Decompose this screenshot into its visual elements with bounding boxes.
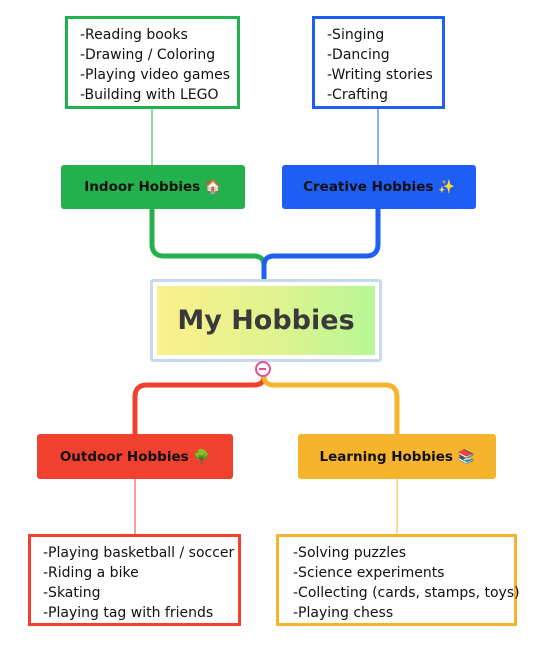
creative-hobbies-node[interactable]: Creative Hobbies ✨ (282, 165, 476, 209)
note-item: -Dancing (327, 47, 390, 63)
collapse-minus-icon[interactable] (255, 361, 271, 377)
central-topic[interactable]: My Hobbies (157, 286, 375, 355)
indoor-hobbies-notes: -Reading books -Drawing / Coloring -Play… (65, 16, 240, 109)
learning-branch-connector (261, 375, 400, 434)
creative-hobbies-label: Creative Hobbies (303, 179, 434, 195)
note-item: -Building with LEGO (80, 87, 219, 103)
learning-hobbies-notes: -Solving puzzles -Science experiments -C… (276, 534, 520, 626)
indoor-hobbies-label: Indoor Hobbies (84, 179, 201, 195)
note-item: -Crafting (327, 87, 388, 103)
note-item: -Playing basketball / soccer (43, 545, 235, 561)
sparkles-icon: ✨ (438, 179, 455, 195)
learning-hobbies-node[interactable]: Learning Hobbies 📚 (298, 434, 496, 479)
books-icon: 📚 (457, 448, 475, 465)
note-item: -Collecting (cards, stamps, toys) (293, 585, 520, 601)
note-item: -Science experiments (293, 565, 445, 581)
note-item: -Skating (43, 585, 101, 601)
note-item: -Singing (327, 27, 385, 43)
note-item: -Reading books (80, 27, 188, 43)
note-item: -Riding a bike (43, 565, 139, 581)
note-item: -Playing tag with friends (43, 605, 214, 621)
note-item: -Playing chess (293, 605, 394, 621)
indoor-hobbies-node[interactable]: Indoor Hobbies 🏠 (61, 165, 245, 209)
learning-hobbies-label: Learning Hobbies (319, 448, 453, 465)
creative-hobbies-notes: -Singing -Dancing -Writing stories -Craf… (312, 16, 445, 109)
outdoor-hobbies-node[interactable]: Outdoor Hobbies 🌳 (37, 434, 233, 479)
outdoor-branch-connector (132, 375, 267, 434)
note-item: -Solving puzzles (293, 545, 407, 561)
house-icon: 🏠 (204, 179, 222, 195)
note-item: -Writing stories (327, 67, 433, 83)
indoor-branch-connector (149, 209, 267, 281)
central-topic-frame[interactable]: My Hobbies (150, 279, 382, 362)
note-item: -Drawing / Coloring (80, 47, 216, 63)
note-item: -Playing video games (80, 67, 231, 83)
outdoor-hobbies-label: Outdoor Hobbies (59, 448, 189, 465)
creative-branch-connector (261, 209, 381, 281)
outdoor-hobbies-notes: -Playing basketball / soccer -Riding a b… (28, 534, 241, 626)
tree-icon: 🌳 (193, 448, 211, 465)
